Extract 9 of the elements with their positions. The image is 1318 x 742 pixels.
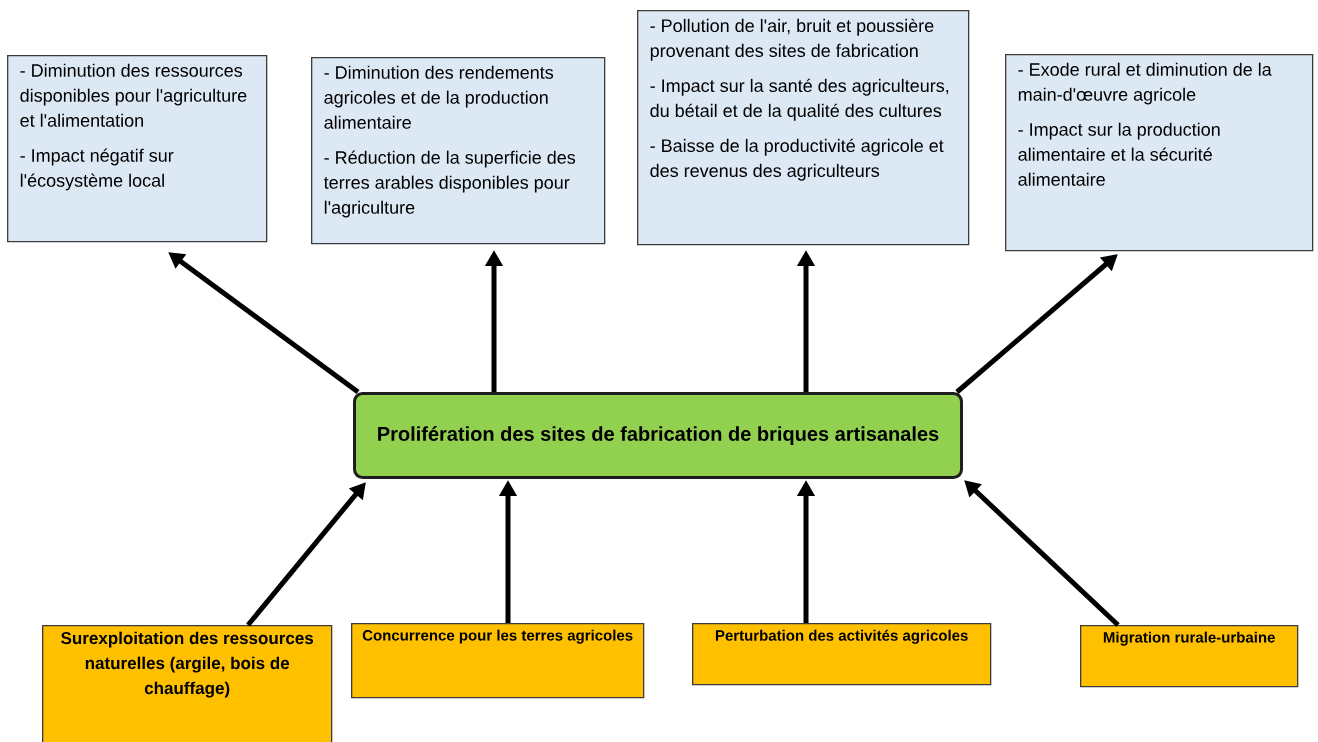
info-box: - Pollution de l'air, bruit et poussière provenant des sites de fabrication - Impact sur la santé des agriculteurs, du bétail et de la qualité des cultures - Baisse de la productivité agricole et des revenus des agriculteurs [637,10,970,246]
info-box: - Diminution des ressources disponibles pour l'agriculture et l'alimentation - Impact négatif sur l'écosystème local [7,55,268,243]
cause-box: Migration rurale-urbaine [1080,625,1299,688]
info-box: - Exode rural et diminution de la main-d'œuvre agricole - Impact sur la production alimentaire et la sécurité alimentaire [1005,54,1314,252]
central-box: Prolifération des sites de fabrication de briques artisanales [353,392,963,479]
cause-box: Surexploitation des ressources naturelles (argile, bois de chauffage) [42,625,333,742]
info-box: - Diminution des rendements agricoles et de la production alimentaire - Réduction de la superficie des terres arables disponibles pour l'agriculture [311,57,606,245]
cause-box: Perturbation des activités agricoles [692,623,992,686]
cause-box: Concurrence pour les terres agricoles [351,623,645,699]
